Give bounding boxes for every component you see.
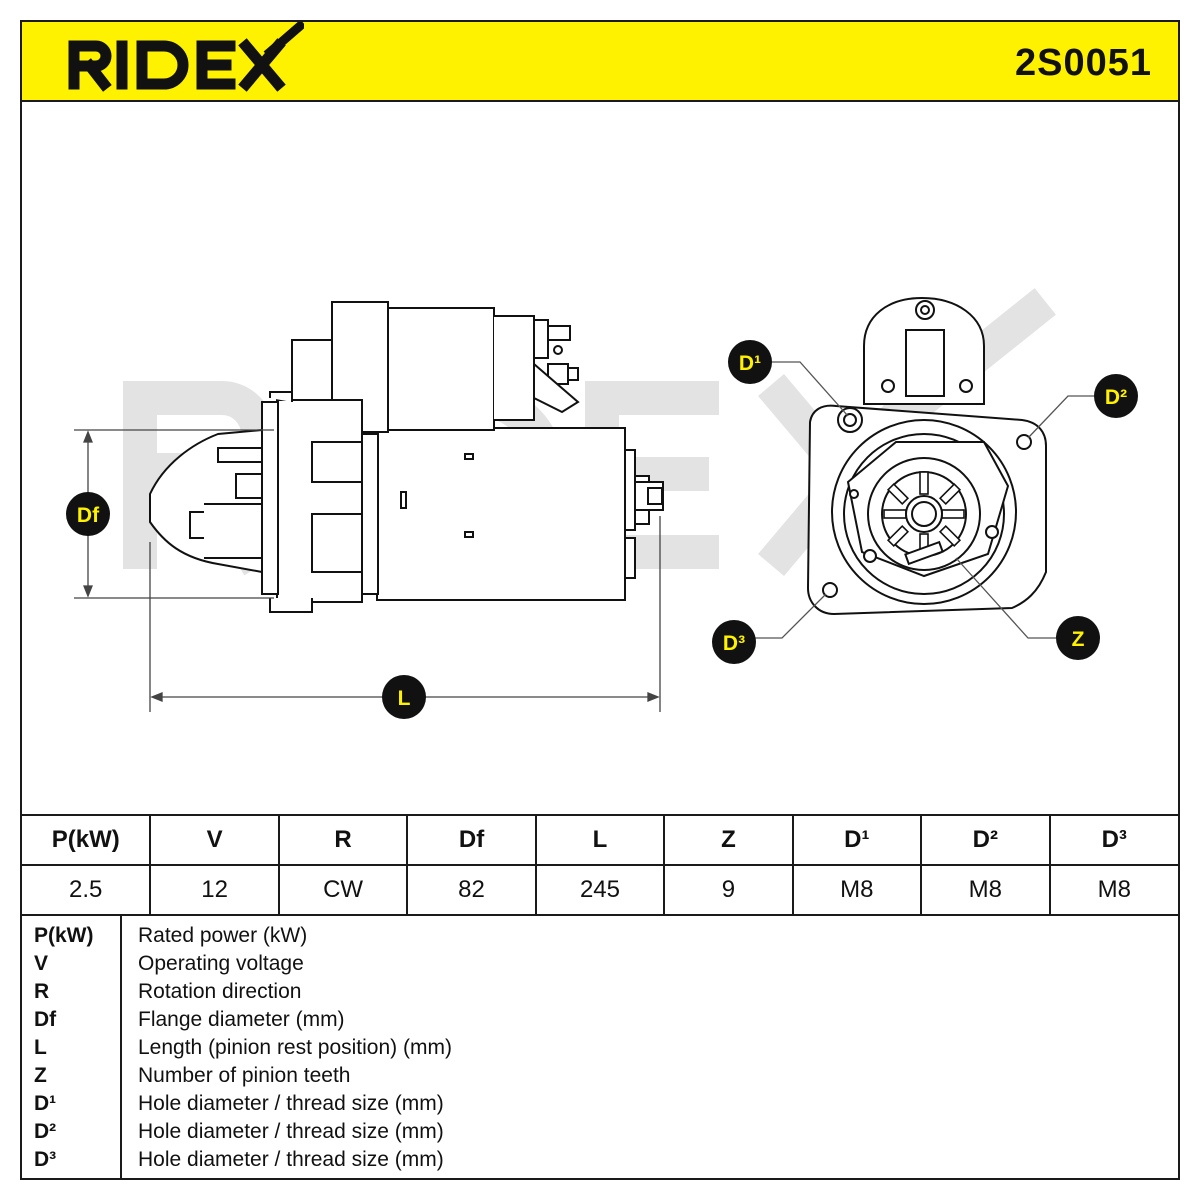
starter-front-view (806, 296, 1047, 616)
legend-row: D³ Hole diameter / thread size (mm) (22, 1146, 1178, 1174)
spec-value-cell: 82 (406, 864, 537, 916)
spec-header-row: P(kW) V R Df L Z D¹ D² D³ (22, 814, 1178, 866)
spec-header-cell: Z (663, 814, 794, 866)
legend-row: D² Hole diameter / thread size (mm) (22, 1118, 1178, 1146)
spec-header-cell: V (149, 814, 280, 866)
legend-row: D¹ Hole diameter / thread size (mm) (22, 1090, 1178, 1118)
legend-row: R Rotation direction (22, 978, 1178, 1006)
legend-desc: Flange diameter (mm) (138, 1008, 345, 1031)
legend-key: D² (34, 1120, 57, 1143)
df-label: Df (77, 504, 100, 527)
legend-desc: Rated power (kW) (138, 924, 308, 947)
spec-value-cell: 2.5 (22, 864, 152, 916)
legend-key: R (34, 980, 50, 1003)
df-label-badge: Df (66, 492, 110, 536)
legend-row: L Length (pinion rest position) (mm) (22, 1034, 1178, 1062)
spec-header-cell: D² (920, 814, 1051, 866)
spec-header-cell: Df (406, 814, 537, 866)
starter-side-view (149, 301, 664, 613)
header-bar: 2S0051 (22, 22, 1178, 102)
legend-key: Z (34, 1064, 47, 1087)
d2-label: D² (1105, 386, 1127, 409)
legend-key: D³ (34, 1148, 57, 1171)
ridex-logo (68, 22, 304, 92)
technical-drawing: Df L (22, 102, 1178, 814)
l-label-badge: L (382, 675, 426, 719)
spec-value-cell: CW (277, 864, 409, 916)
legend-key: V (34, 952, 49, 975)
d2-label-badge: D² (1094, 374, 1138, 418)
legend-desc: Length (pinion rest position) (mm) (138, 1036, 452, 1059)
legend-desc: Operating voltage (138, 952, 304, 975)
datasheet-frame: 2S0051 (20, 20, 1180, 1180)
spec-value-cell: M8 (791, 864, 923, 916)
spec-value-cell: 12 (149, 864, 280, 916)
legend-key: Df (34, 1008, 57, 1031)
legend-row: Z Number of pinion teeth (22, 1062, 1178, 1090)
legend-row: P(kW) Rated power (kW) (22, 922, 1178, 950)
d3-label-badge: D³ (712, 620, 756, 664)
spec-header-cell: D¹ (791, 814, 923, 866)
spec-header-cell: L (534, 814, 666, 866)
d1-label: D¹ (739, 352, 761, 375)
spec-value-cell: M8 (920, 864, 1051, 916)
spec-header-cell: D³ (1048, 814, 1178, 866)
legend-row: Df Flange diameter (mm) (22, 1006, 1178, 1034)
legend-desc: Hole diameter / thread size (mm) (138, 1120, 444, 1143)
spec-table: P(kW) V R Df L Z D¹ D² D³ 2.5 12 CW 82 2… (22, 814, 1178, 916)
legend-key: L (34, 1036, 47, 1059)
legend-key: P(kW) (34, 924, 94, 947)
d3-label: D³ (723, 632, 745, 655)
z-label-badge: Z (1056, 616, 1100, 660)
spec-header-cell: P(kW) (22, 814, 152, 866)
spec-header-cell: R (277, 814, 409, 866)
l-label: L (398, 687, 411, 710)
legend-key: D¹ (34, 1092, 57, 1115)
leader-lines (754, 361, 1102, 639)
spec-value-cell: 9 (663, 864, 794, 916)
spec-value-row: 2.5 12 CW 82 245 9 M8 M8 M8 (22, 864, 1178, 916)
legend-divider (120, 914, 122, 1180)
spec-value-cell: M8 (1048, 864, 1178, 916)
starter-motor-drawing: Df L (66, 288, 1138, 719)
part-number: 2S0051 (1014, 42, 1152, 84)
legend-row: V Operating voltage (22, 950, 1178, 978)
z-label: Z (1072, 628, 1085, 651)
d1-label-badge: D¹ (728, 340, 772, 384)
spec-value-cell: 245 (534, 864, 666, 916)
legend: P(kW) Rated power (kW) V Operating volta… (22, 914, 1178, 1180)
legend-desc: Hole diameter / thread size (mm) (138, 1092, 444, 1115)
legend-desc: Number of pinion teeth (138, 1064, 351, 1087)
legend-desc: Rotation direction (138, 980, 302, 1003)
legend-desc: Hole diameter / thread size (mm) (138, 1148, 444, 1171)
